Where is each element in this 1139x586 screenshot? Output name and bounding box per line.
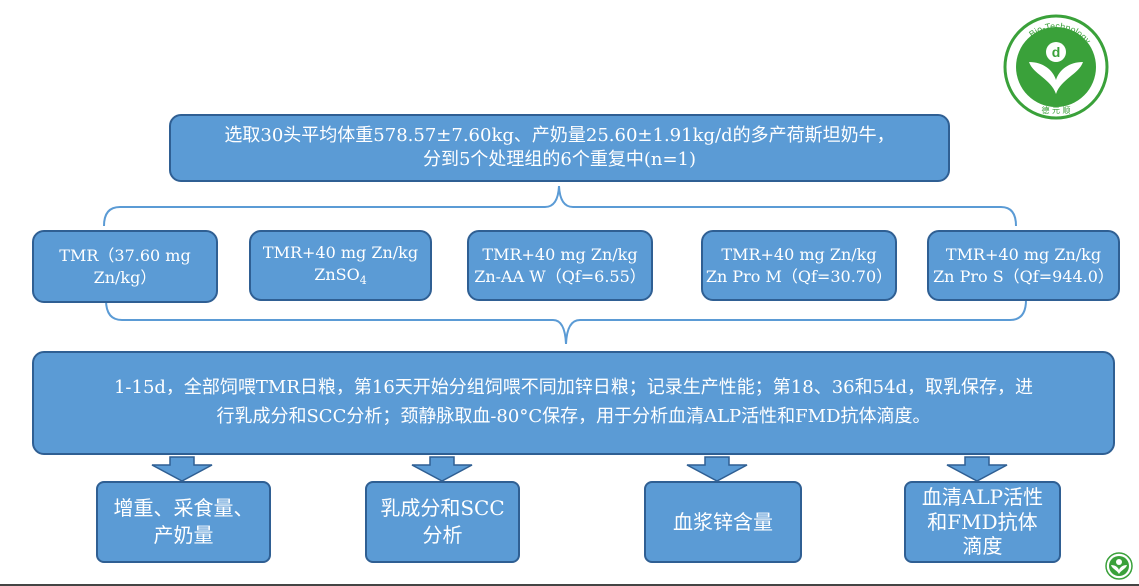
- group-4-line-2: Zn Pro M（Qf=30.70）: [705, 266, 893, 286]
- outcome-box-plasma-zinc: 血浆锌含量: [644, 481, 802, 563]
- bottom-brace: [105, 299, 1027, 345]
- group-5-line-1: TMR+40 mg Zn/kg: [945, 244, 1102, 264]
- arrow-down-icon: [946, 456, 1008, 482]
- outcome-box-performance: 增重、采食量、 产奶量: [96, 481, 271, 563]
- outcome-4-line-1: 血清ALP活性: [921, 485, 1044, 510]
- group-box-znso4: TMR+40 mg Zn/kg ZnSO4: [249, 230, 432, 301]
- procedure-line-2: 行乳成分和SCC分析；颈静脉取血-80°C保存，用于分析血清ALP活性和FMD抗…: [216, 406, 931, 427]
- group-2-formula: ZnSO: [314, 264, 360, 284]
- arrow-down-icon: [151, 456, 213, 482]
- selection-box: 选取30头平均体重578.57±7.60kg、产奶量25.60±1.91kg/d…: [169, 114, 950, 182]
- group-4-line-1: TMR+40 mg Zn/kg: [721, 244, 877, 264]
- group-box-zn-pro-m: TMR+40 mg Zn/kg Zn Pro M（Qf=30.70）: [701, 230, 897, 301]
- company-logo: Bio-Technology d 德 元 顺: [1003, 14, 1109, 120]
- bottom-border: [0, 584, 1139, 586]
- outcome-1-line-2: 产奶量: [153, 523, 214, 547]
- group-3-line-1: TMR+40 mg Zn/kg: [482, 244, 638, 264]
- outcome-1-line-1: 增重、采食量、: [113, 496, 254, 520]
- group-3-line-2: Zn-AA W（Qf=6.55）: [474, 266, 646, 286]
- group-2-subscript: 4: [359, 273, 367, 287]
- selection-line-2: 分到5个处理组的6个重复中(n=1): [422, 149, 697, 170]
- outcome-2-line-1: 乳成分和SCC: [380, 496, 505, 520]
- outcome-4-line-2: 和FMD抗体: [927, 509, 1038, 534]
- group-2-line-2: ZnSO4: [263, 264, 418, 289]
- outcome-3-line-1: 血浆锌含量: [673, 509, 773, 534]
- outcome-4-line-3: 滴度: [962, 534, 1003, 559]
- group-box-zn-aa: TMR+40 mg Zn/kg Zn-AA W（Qf=6.55）: [467, 230, 653, 301]
- group-1-line-1: TMR（37.60 mg: [59, 245, 191, 265]
- arrow-down-icon: [686, 456, 748, 482]
- small-logo-icon: [1105, 552, 1133, 580]
- group-box-zn-pro-s: TMR+40 mg Zn/kg Zn Pro S（Qf=944.0）: [927, 230, 1120, 301]
- outcome-box-milk: 乳成分和SCC 分析: [365, 481, 520, 563]
- selection-line-1: 选取30头平均体重578.57±7.60kg、产奶量25.60±1.91kg/d…: [224, 124, 895, 146]
- group-1-line-2: Zn/kg）: [93, 267, 157, 287]
- arrow-down-icon: [411, 456, 473, 482]
- logo-chinese: 德 元 顺: [1041, 105, 1070, 115]
- logo-letter: d: [1052, 44, 1061, 60]
- procedure-box: 1-15d，全部饲喂TMR日粮，第16天开始分组饲喂不同加锌日粮；记录生产性能；…: [32, 351, 1115, 455]
- outcome-2-line-2: 分析: [422, 523, 463, 547]
- top-brace: [103, 185, 1017, 227]
- group-5-line-2: Zn Pro S（Qf=944.0）: [933, 266, 1114, 286]
- group-2-line-1: TMR+40 mg Zn/kg: [262, 243, 419, 263]
- outcome-box-alp-fmd: 血清ALP活性 和FMD抗体 滴度: [904, 481, 1061, 563]
- group-box-control: TMR（37.60 mg Zn/kg）: [32, 230, 218, 303]
- procedure-line-1: 1-15d，全部饲喂TMR日粮，第16天开始分组饲喂不同加锌日粮；记录生产性能；…: [113, 377, 1034, 399]
